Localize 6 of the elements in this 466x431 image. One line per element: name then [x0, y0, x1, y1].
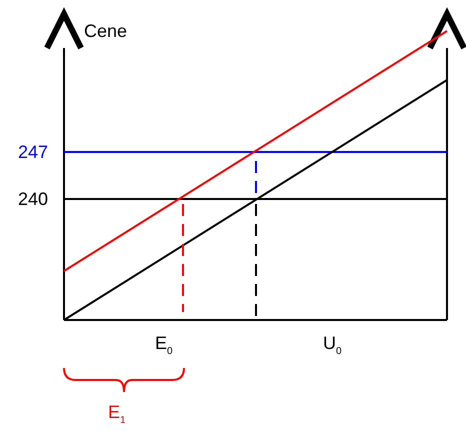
axis-title: Cene [84, 22, 128, 40]
tick-label: 240 [18, 190, 48, 208]
axis-label: U$_{0}$ [323, 334, 342, 357]
axis-label: E$_{0}$ [155, 334, 173, 357]
brace-label: E$_{1}$ [108, 403, 126, 426]
tick-label: 247 [18, 143, 48, 161]
